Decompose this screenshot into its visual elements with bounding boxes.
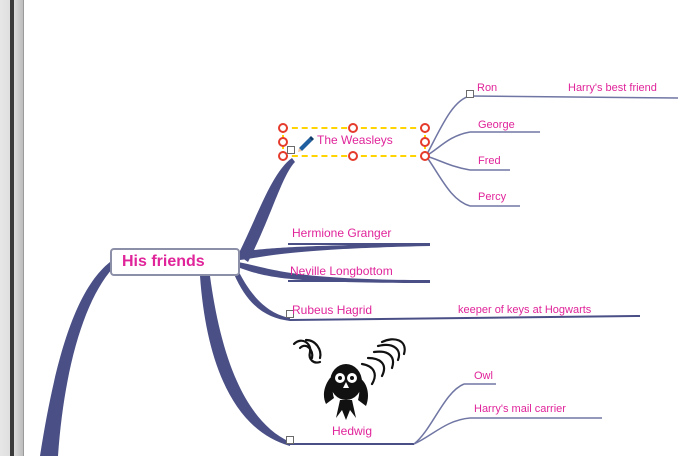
topic-hermione-label: Hermione Granger bbox=[292, 226, 392, 240]
connector-fred bbox=[425, 155, 471, 171]
topic-fred[interactable]: Fred bbox=[478, 154, 501, 168]
topic-weasleys-label: The Weasleys bbox=[317, 133, 393, 147]
note-ron-label: Harry's best friend bbox=[568, 82, 657, 94]
note-ron[interactable]: Harry's best friend bbox=[568, 81, 657, 95]
topic-weasleys[interactable]: The Weasleys bbox=[317, 133, 393, 147]
topic-neville[interactable]: Neville Longbottom bbox=[290, 264, 393, 278]
branch-to-neville bbox=[238, 262, 430, 283]
central-topic-label: His friends bbox=[122, 253, 205, 270]
topic-hedwig-label: Hedwig bbox=[332, 424, 373, 438]
topic-neville-label: Neville Longbottom bbox=[290, 264, 393, 278]
topic-mail-carrier[interactable]: Harry's mail carrier bbox=[474, 402, 566, 416]
owl-image[interactable] bbox=[290, 334, 414, 422]
note-hagrid-label: keeper of keys at Hogwarts bbox=[458, 304, 592, 316]
resize-handle-bottom[interactable] bbox=[348, 151, 358, 161]
topic-hedwig[interactable]: Hedwig bbox=[332, 424, 372, 438]
central-topic[interactable]: His friends bbox=[110, 248, 240, 276]
topic-mail-carrier-label: Harry's mail carrier bbox=[474, 403, 566, 415]
rail-divider[interactable] bbox=[10, 0, 14, 456]
topic-ron[interactable]: Ron bbox=[477, 81, 497, 95]
branch-to-hedwig bbox=[200, 276, 290, 446]
hagrid-underline bbox=[289, 315, 641, 321]
collapse-toggle-weasleys[interactable] bbox=[287, 146, 295, 154]
topic-percy[interactable]: Percy bbox=[478, 190, 506, 204]
left-rail bbox=[0, 0, 24, 456]
resize-handle-left[interactable] bbox=[278, 137, 288, 147]
branch-to-hagrid bbox=[234, 266, 290, 321]
collapse-toggle-ron[interactable] bbox=[466, 90, 474, 98]
resize-handle-top-left[interactable] bbox=[278, 123, 288, 133]
resize-handle-top[interactable] bbox=[348, 123, 358, 133]
resize-handle-right[interactable] bbox=[420, 137, 430, 147]
topic-hagrid[interactable]: Rubeus Hagrid bbox=[292, 303, 372, 317]
connector-owl bbox=[413, 383, 465, 445]
topic-hermione[interactable]: Hermione Granger bbox=[292, 226, 391, 240]
topic-owl-label: Owl bbox=[474, 370, 493, 382]
resize-handle-bottom-right[interactable] bbox=[420, 151, 430, 161]
connector-mail bbox=[413, 417, 471, 445]
topic-fred-label: Fred bbox=[478, 155, 501, 167]
resize-handle-bottom-left[interactable] bbox=[278, 151, 288, 161]
branch-to-weasleys bbox=[238, 158, 295, 262]
connector-percy bbox=[425, 155, 471, 207]
topic-ron-label: Ron bbox=[477, 82, 498, 94]
topic-hagrid-label: Rubeus Hagrid bbox=[292, 303, 373, 317]
trunk-branch bbox=[40, 262, 113, 456]
topic-percy-label: Percy bbox=[478, 191, 507, 203]
resize-handle-top-right[interactable] bbox=[420, 123, 430, 133]
ron-underline bbox=[469, 95, 678, 99]
topic-owl[interactable]: Owl bbox=[474, 369, 493, 383]
collapse-toggle-hagrid[interactable] bbox=[286, 310, 294, 318]
topic-george-label: George bbox=[478, 119, 515, 131]
collapse-toggle-hedwig[interactable] bbox=[286, 436, 294, 444]
branch-to-hermione bbox=[238, 243, 430, 260]
connector-ron bbox=[425, 95, 471, 157]
pen-icon bbox=[298, 136, 314, 152]
topic-george[interactable]: George bbox=[478, 118, 515, 132]
note-hagrid[interactable]: keeper of keys at Hogwarts bbox=[458, 303, 591, 317]
